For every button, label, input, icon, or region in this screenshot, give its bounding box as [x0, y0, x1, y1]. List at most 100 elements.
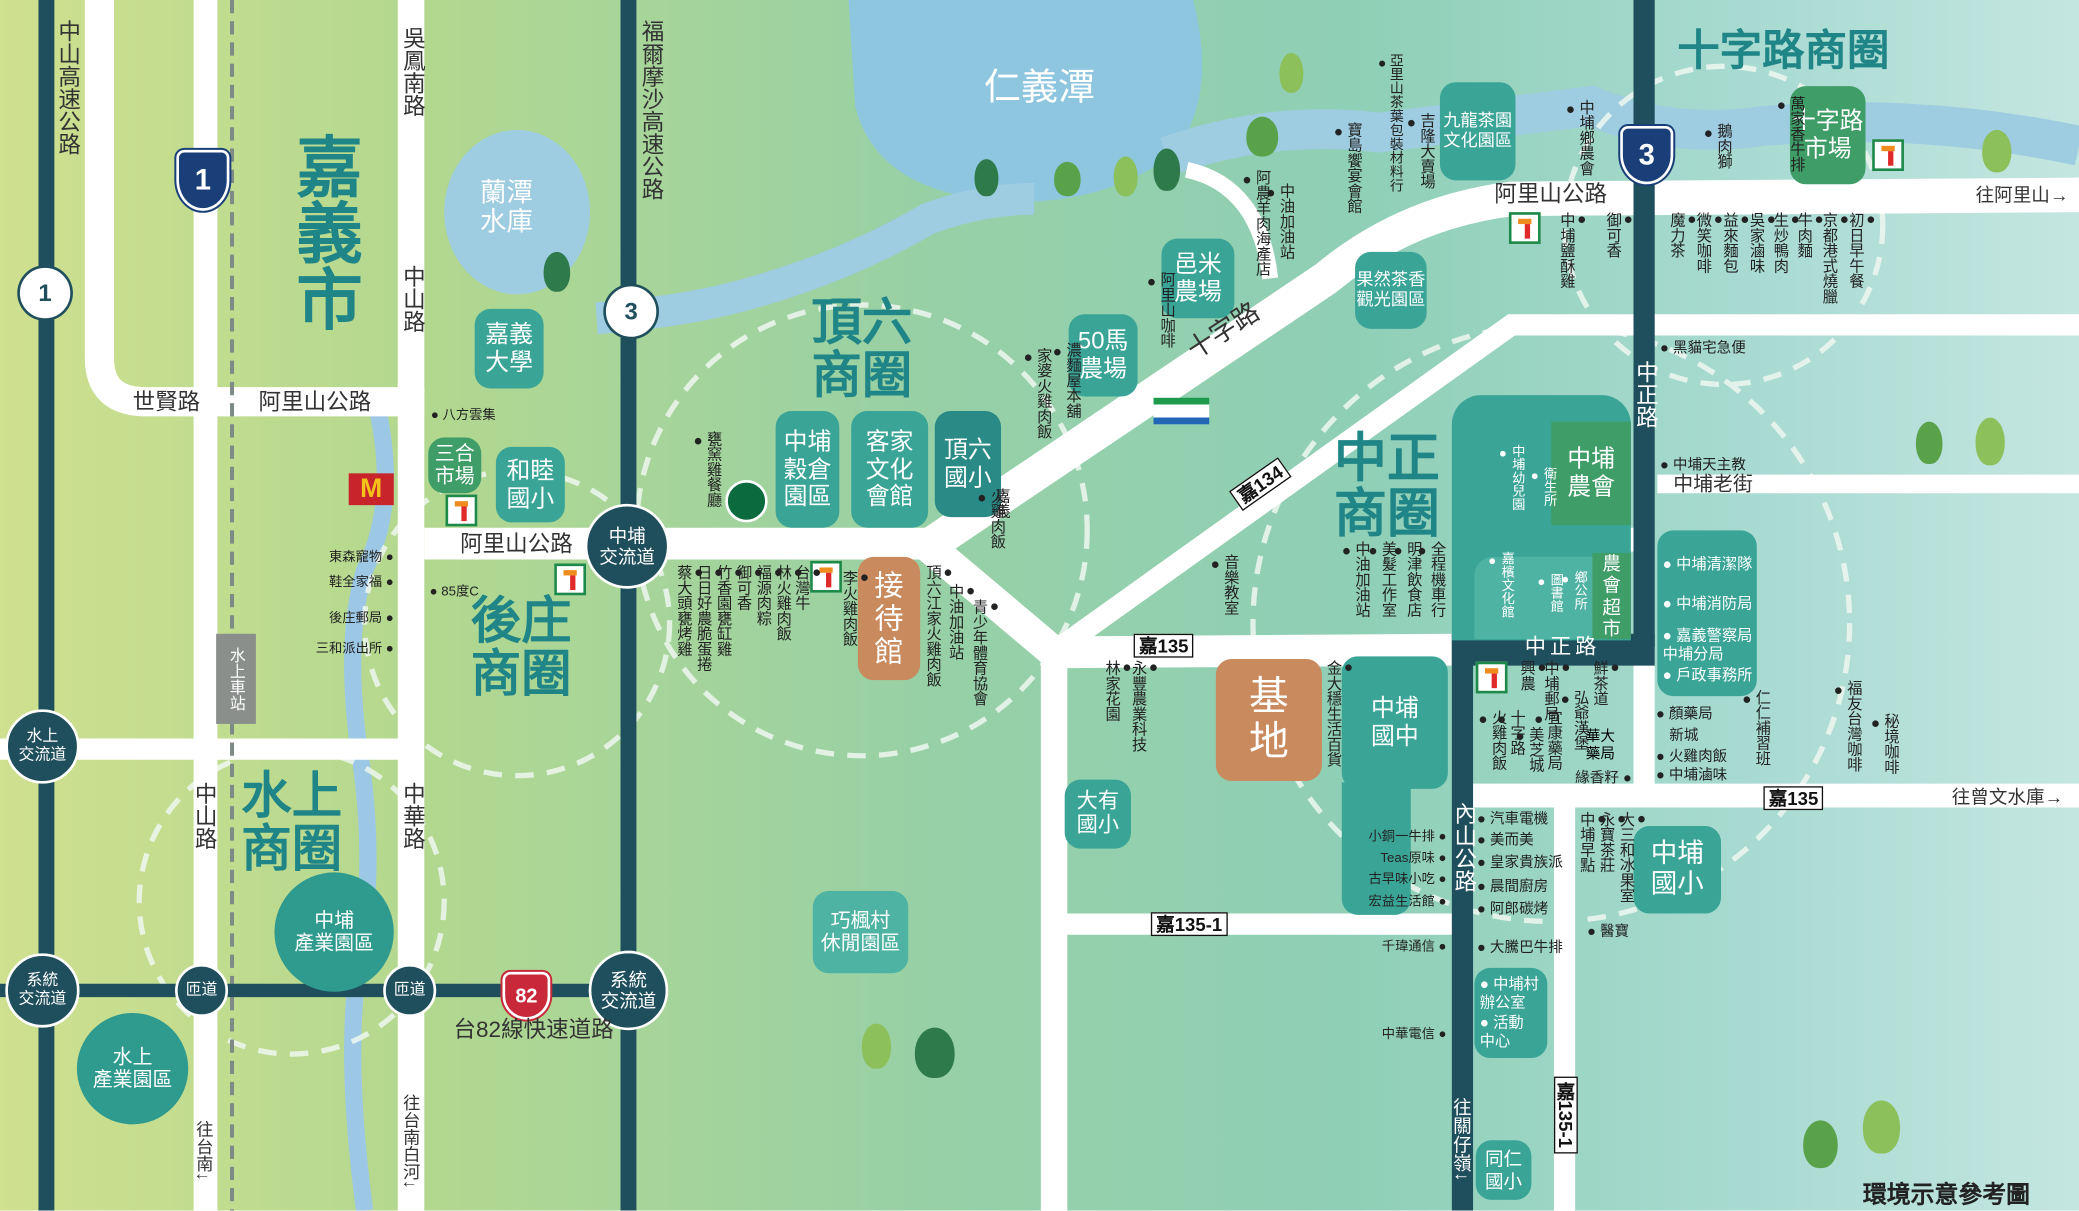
road-label-zhongzheng: 中正路: [1524, 636, 1601, 659]
stream: [344, 409, 394, 1211]
poi-shop: 京都港式燒臘: [1820, 212, 1850, 303]
map-caption: 環境示意參考圖: [1862, 1181, 2030, 1208]
landmark-zhongpu-junior-high[interactable]: 中埔 國中: [1341, 656, 1448, 789]
landmark-qiaofeng-park[interactable]: 巧楓村 休閒園區: [812, 890, 909, 974]
poi-fuyou-coffee: 福友台灣咖啡: [1830, 680, 1862, 771]
tree-icon: [1279, 53, 1304, 93]
poi-alishan-coffee: 阿里山咖啡: [1143, 272, 1175, 348]
poi-jiapo-rice: 家婆火雞肉飯: [1020, 347, 1052, 438]
road-label-freeway3: 福爾摩沙高速公路: [637, 19, 663, 201]
zone-title-chiayi-city: 嘉義市: [287, 132, 362, 332]
seven-eleven-logo: [1508, 212, 1541, 244]
landmark-shuishang-station[interactable]: 水上車站: [216, 633, 256, 724]
poi-shop: 牛肉麵: [1795, 212, 1825, 258]
poi-shop: 竹香園甕缸雞: [715, 565, 745, 656]
poi-baodao-banquet: 寶島饗宴會館: [1330, 122, 1362, 213]
interchange-shuishang[interactable]: 水上 交流道: [5, 709, 80, 784]
road-label-alishan-west: 阿里山公路: [258, 389, 372, 416]
poi-shop: 晨間廚房: [1477, 880, 1548, 895]
interchange-zhongpu[interactable]: 中埔 交流道: [584, 503, 670, 589]
poi-cleaning-team: 中埔清潔隊: [1663, 558, 1752, 573]
poi-post-office: 中埔郵局: [1542, 660, 1572, 721]
interchange-system-west[interactable]: 系統 交流道: [5, 953, 80, 1028]
landmark-shuishang-industrial[interactable]: 水上 產業園區: [76, 1012, 189, 1125]
tree-icon: [1153, 148, 1181, 191]
landmark-chiayi-university[interactable]: 嘉義 大學: [474, 308, 544, 389]
poi-shop: 小銅一牛排: [1369, 831, 1447, 844]
poi-yan-pharmacy: 顏藥局: [1656, 707, 1713, 723]
poi-cpc-gas-dingliu: 中油加油站: [947, 583, 977, 659]
zone-title-zhongzheng: 中正 商圈: [1333, 429, 1440, 544]
poi-noodle-house: 濃麵屋本舖: [1049, 342, 1081, 418]
tree-icon: [861, 1023, 891, 1069]
landmark-jiulong-tea-park[interactable]: 九龍茶園 文化園區: [1439, 82, 1516, 181]
landmark-sanhe-market[interactable]: 三合 市場: [428, 437, 482, 494]
poi-shop: 微笑咖啡: [1694, 212, 1724, 273]
poi-yukexiang-north: 御可香: [1604, 212, 1634, 258]
tree-icon: [1975, 417, 2005, 466]
poi-village-office: 中埔村 辦公室: [1480, 977, 1539, 1014]
poi-shop: 御可香: [735, 565, 765, 611]
poi-shop: 千瑋通信: [1382, 941, 1447, 954]
route-marker-135: 嘉135: [1133, 633, 1194, 658]
poi-household-office: 戶政事務所: [1663, 669, 1752, 685]
poi-huada-pharmacy: 華大藥局: [1585, 729, 1615, 762]
landmark-zhongpu-industrial[interactable]: 中埔 產業園區: [274, 872, 394, 992]
poi-health-center: 衛生所: [1527, 467, 1556, 507]
landmark-project-site[interactable]: 基 地: [1215, 658, 1322, 781]
poi-police-station: 嘉義警察局 中埔分局: [1663, 628, 1753, 665]
lake-shape: [848, 0, 1203, 202]
tree-icon: [1915, 421, 1943, 465]
direction-to-guanziling: 往關仔嶺↓: [1451, 1097, 1474, 1182]
landmark-tongren-school[interactable]: 同仁 國小: [1475, 1140, 1532, 1200]
interchange-system-east[interactable]: 系統 交流道: [588, 950, 669, 1031]
poi-shop: 益來麵包: [1721, 212, 1751, 273]
poi-urn-chicken: 甕窯雞餐廳: [689, 431, 721, 507]
familymart-logo: [1153, 397, 1210, 425]
mcdonalds-logo: M: [348, 473, 394, 506]
poi-85c: 85度C: [430, 585, 479, 599]
poi-cram-school: 仁仁補習班: [1738, 689, 1770, 765]
poi-shop: 阿郎碳烤: [1477, 902, 1548, 918]
poi-police-sanhe: 三和派出所: [316, 642, 394, 656]
poi-shop: 中埔早點: [1578, 811, 1608, 872]
poi-goose-shop: 鵝肉獅: [1700, 123, 1732, 169]
provincial-highway-3-shield: 3: [1620, 125, 1674, 185]
poi-post-office-houzhuang: 後庄郵局: [329, 612, 394, 626]
poi-shop: 生炒鴨肉: [1771, 212, 1801, 273]
poi-clinic: 醫寶: [1587, 925, 1629, 940]
poi-cpc-gas-north: 中油加油站: [1262, 183, 1294, 259]
landmark-hakka-hall[interactable]: 客家 文化 會館: [851, 411, 929, 528]
tree-icon: [1862, 1100, 1901, 1154]
tree-icon: [914, 1027, 955, 1078]
zone-title-houzhuang: 後庄 商圈: [470, 593, 572, 703]
road-label-zhongshan-north: 中山路: [399, 265, 425, 333]
poi-shop: Teas原味: [1380, 852, 1446, 866]
poi-shop: 中埔滷味: [1656, 768, 1727, 784]
ramp-west[interactable]: 匝道: [175, 963, 229, 1017]
landmark-farmers-association[interactable]: 中埔 農會: [1551, 421, 1631, 526]
ramp-east[interactable]: 匝道: [383, 963, 437, 1017]
landmark-dayou-school[interactable]: 大有 國小: [1064, 779, 1131, 849]
poi-bafang: 八方雲集: [431, 409, 496, 423]
landmark-farmers-supermarket[interactable]: 農 會 超 市: [1592, 552, 1631, 640]
seven-eleven-logo: [1475, 661, 1508, 694]
road-label-alishan-east: 阿里山公路: [1494, 181, 1607, 207]
poi-jilong-mart: 吉隆大賣場: [1403, 113, 1435, 189]
poi-shop: 汽車電機: [1477, 812, 1548, 828]
landmark-granary-park[interactable]: 中埔 穀倉 園區: [775, 411, 840, 528]
poi-culture-hall: 嘉檳文化館: [1485, 552, 1513, 618]
landmark-guoran-tea-park[interactable]: 果然茶香 觀光園區: [1355, 251, 1427, 329]
poi-chunghwa-telecom: 中華電信: [1382, 1028, 1447, 1042]
landmark-hemu-school[interactable]: 和睦 國小: [495, 446, 565, 523]
expressway-82-shield: 82: [502, 971, 551, 1020]
poi-motorcycle: 全程機車行: [1413, 541, 1445, 617]
direction-to-baihe: 往台南白河↓: [400, 1093, 421, 1189]
seven-eleven-logo: [554, 563, 587, 596]
reservoir-label: 蘭潭 水庫: [479, 178, 534, 238]
poi-shop: 大騰巴牛排: [1477, 941, 1563, 956]
seven-eleven-logo: [445, 494, 478, 527]
poi-shop: 日日好農脆蛋捲: [695, 565, 725, 672]
poi-kindergarten: 中埔幼兒園: [1496, 444, 1524, 510]
